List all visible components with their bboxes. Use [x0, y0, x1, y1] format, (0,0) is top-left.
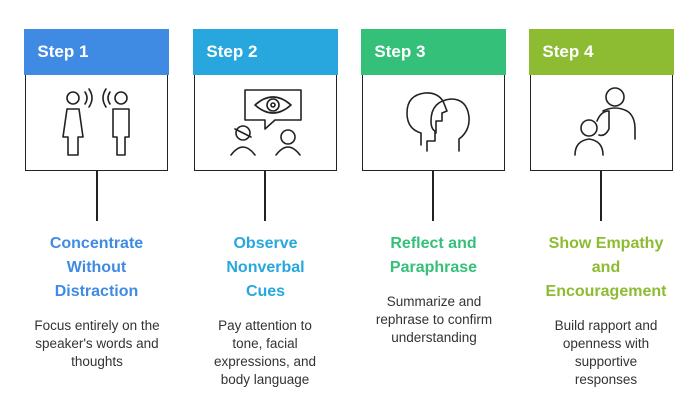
- title-line: Distraction: [54, 283, 139, 300]
- desc-line: understanding: [391, 330, 477, 345]
- step-2: Step 2 Observe Nonverbal Cues Pay attent…: [174, 0, 342, 405]
- step-4-header: Step 4: [529, 29, 674, 75]
- step-2-description: Pay attention to tone, facial expression…: [179, 317, 351, 389]
- title-line: Nonverbal: [226, 259, 305, 276]
- step-1-header: Step 1: [24, 29, 169, 75]
- step-1-connector: [96, 171, 98, 221]
- desc-line: responses: [574, 372, 638, 387]
- step-1: Step 1 Concentrate Without Distraction F…: [0, 0, 169, 405]
- desc-line: rephrase to confirm: [375, 312, 493, 327]
- step-1-card: Step 1: [24, 29, 169, 171]
- step-1-title: Concentrate Without Distraction: [25, 232, 168, 304]
- title-line: Reflect and: [390, 235, 477, 252]
- reflecting-heads-icon: [363, 75, 504, 170]
- step-4: Step 4 Show Empathy and Encouragement Bu…: [510, 0, 678, 405]
- desc-line: tone, facial: [232, 336, 298, 351]
- step-4-title: Show Empathy and Encouragement: [522, 232, 690, 304]
- desc-line: supportive: [574, 354, 638, 369]
- step-2-header: Step 2: [193, 29, 338, 75]
- step-2-card: Step 2: [193, 29, 338, 171]
- title-line: Concentrate: [49, 235, 144, 252]
- desc-line: thoughts: [71, 354, 123, 369]
- step-3-header: Step 3: [361, 29, 506, 75]
- step-4-card: Step 4: [529, 29, 674, 171]
- desc-line: Focus entirely on the: [34, 318, 160, 333]
- step-3-description: Summarize and rephrase to confirm unders…: [350, 293, 518, 347]
- desc-line: openness with: [562, 336, 650, 351]
- title-line: Paraphrase: [389, 259, 478, 276]
- desc-line: expressions, and: [213, 354, 317, 369]
- title-line: Show Empathy: [548, 235, 664, 252]
- title-line: Without: [66, 259, 127, 276]
- step-3-connector: [432, 171, 434, 221]
- step-3: Step 3 Reflect and Paraphrase Summarize …: [342, 0, 510, 405]
- title-line: Cues: [245, 283, 286, 300]
- desc-line: body language: [220, 372, 310, 387]
- empathy-embrace-icon: [531, 75, 672, 170]
- step-4-connector: [600, 171, 602, 221]
- desc-line: speaker's words and: [35, 336, 159, 351]
- step-3-title: Reflect and Paraphrase: [362, 232, 505, 280]
- step-2-title: Observe Nonverbal Cues: [194, 232, 337, 304]
- step-2-connector: [264, 171, 266, 221]
- observing-eye-icon: [195, 75, 336, 170]
- desc-line: Build rapport and: [554, 318, 658, 333]
- step-1-description: Focus entirely on the speaker's words an…: [14, 317, 180, 371]
- two-people-talking-icon: [26, 75, 167, 170]
- desc-line: Pay attention to: [218, 318, 312, 333]
- title-line: and: [591, 259, 621, 276]
- step-3-card: Step 3: [361, 29, 506, 171]
- step-4-description: Build rapport and openness with supporti…: [522, 317, 690, 389]
- desc-line: Summarize and: [386, 294, 482, 309]
- title-line: Observe: [233, 235, 298, 252]
- title-line: Encouragement: [545, 283, 667, 300]
